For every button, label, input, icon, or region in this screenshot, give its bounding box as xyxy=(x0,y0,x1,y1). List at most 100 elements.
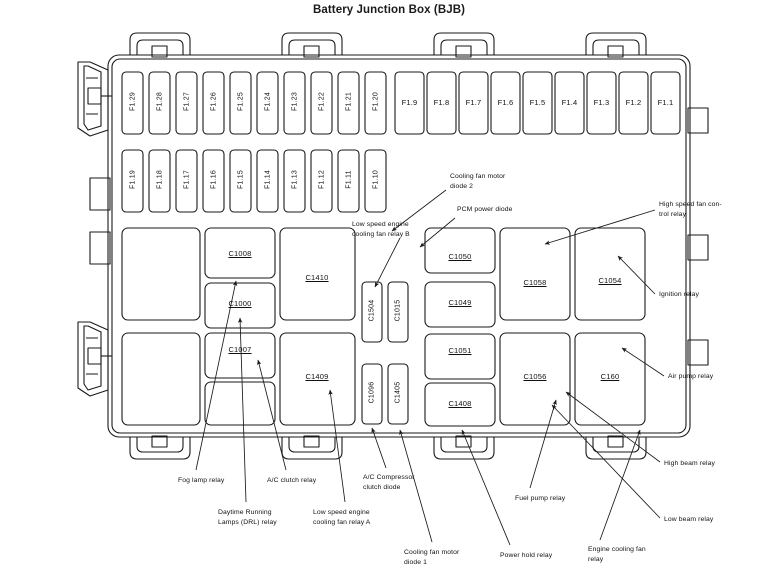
right-side-tab-1 xyxy=(687,107,709,134)
callout-low-beam-relay: Low beam relay xyxy=(664,515,713,525)
callout-line: Lamps (DRL) relay xyxy=(218,518,277,526)
callout-line: High beam relay xyxy=(664,460,715,467)
callout-line: Fuel pump relay xyxy=(515,495,566,502)
fuse-label-f1-25: F1.25 xyxy=(237,92,244,111)
callout-line: A/C Compressor xyxy=(363,474,415,481)
callout-low-speed-engine-cooling-fan-relay-a: Low speed engine cooling fan relay A xyxy=(313,508,370,527)
callout-line: clutch diode xyxy=(363,483,401,491)
fuse-label-f1-17: F1.17 xyxy=(183,170,190,189)
left-connector-plug-lower xyxy=(77,321,112,397)
fuse-label-f1-4: F1.4 xyxy=(561,98,578,107)
callout-fuel-pump-relay: Fuel pump relay xyxy=(515,494,565,504)
fuse-label-f1-1: F1.1 xyxy=(657,98,674,107)
fuse-label-f1-29: F1.29 xyxy=(129,92,136,111)
callout-ignition-relay: Ignition relay xyxy=(659,290,699,300)
mounting-tab-top-3 xyxy=(433,32,495,58)
component-label-c1051: C1051 xyxy=(448,346,472,355)
callout-line: Low speed engine xyxy=(313,509,370,516)
left-connector-plug-upper xyxy=(77,61,112,137)
callout-line: diode 2 xyxy=(450,182,473,190)
callout-line: Fog lamp relay xyxy=(178,477,225,484)
right-side-tab-2 xyxy=(687,234,709,261)
fuse-label-f1-12: F1.12 xyxy=(318,170,325,189)
page-title: Battery Junction Box (BJB) xyxy=(312,4,466,16)
callout-line: trol relay xyxy=(659,210,687,218)
fuse-label-f1-21: F1.21 xyxy=(345,92,352,111)
fuse-label-f1-16: F1.16 xyxy=(210,170,217,189)
fuse-label-f1-22: F1.22 xyxy=(318,92,325,111)
mounting-tab-top-1 xyxy=(129,32,191,58)
component-label-c1056: C1056 xyxy=(523,372,547,381)
component-label-c1058: C1058 xyxy=(523,278,547,287)
fuse-label-f1-14: F1.14 xyxy=(264,170,271,189)
callout-fog-lamp-relay: Fog lamp relay xyxy=(178,476,224,486)
fuse-slot-group-row1-vertical xyxy=(121,71,387,135)
fuse-label-f1-27: F1.27 xyxy=(183,92,190,111)
fuse-label-f1-8: F1.8 xyxy=(433,98,450,107)
callout-line: diode 1 xyxy=(404,558,427,566)
component-label-c1015: C1015 xyxy=(394,299,402,322)
component-label-c1409: C1409 xyxy=(305,372,329,381)
mounting-tab-top-4 xyxy=(585,32,647,58)
callout-cooling-fan-motor-diode-1: Cooling fan motor diode 1 xyxy=(404,548,459,567)
callout-line: cooling fan relay A xyxy=(313,518,371,526)
callout-line: relay xyxy=(588,555,604,563)
callout-line: Daytime Running xyxy=(218,509,272,516)
fuse-slot-group-row2-vertical xyxy=(121,149,387,213)
callout-ac-clutch-relay: A/C clutch relay xyxy=(267,476,316,486)
mounting-tab-top-2 xyxy=(281,32,343,58)
component-label-c1054: C1054 xyxy=(598,276,622,285)
fuse-label-f1-28: F1.28 xyxy=(156,92,163,111)
fuse-label-f1-7: F1.7 xyxy=(465,98,482,107)
callout-line: Power hold relay xyxy=(500,552,553,559)
component-label-c1410: C1410 xyxy=(305,273,329,282)
bjb-housing-outline xyxy=(107,54,691,438)
fuse-slot-group-row1-horizontal xyxy=(394,71,681,135)
fuse-label-f1-5: F1.5 xyxy=(529,98,546,107)
callout-low-speed-engine-cooling-fan-relay-b: Low speed engine cooling fan relay B xyxy=(352,220,410,239)
component-label-c1096: C1096 xyxy=(368,381,376,404)
component-label-c1504: C1504 xyxy=(368,299,376,322)
component-label-c1049: C1049 xyxy=(448,298,472,307)
fuse-label-f1-13: F1.13 xyxy=(291,170,298,189)
fuse-label-f1-20: F1.20 xyxy=(372,92,379,111)
callout-engine-cooling-fan-relay: Engine cooling fan relay xyxy=(588,545,646,564)
fuse-label-f1-11: F1.11 xyxy=(345,170,352,189)
component-label-c1050: C1050 xyxy=(448,252,472,261)
component-label-c1408: C1408 xyxy=(448,399,472,408)
fuse-label-f1-15: F1.15 xyxy=(237,170,244,189)
left-side-tab-upper xyxy=(89,177,111,211)
mounting-tab-bottom-3 xyxy=(433,435,495,460)
callout-line: Low speed engine xyxy=(352,221,409,228)
fuse-label-f1-24: F1.24 xyxy=(264,92,271,111)
callout-air-pump-relay: Air pump relay xyxy=(668,372,713,382)
callout-line: Air pump relay xyxy=(668,373,714,380)
callout-high-beam-relay: High beam relay xyxy=(664,459,715,469)
callout-line: PCM power diode xyxy=(457,206,513,213)
component-label-c1007: C1007 xyxy=(228,345,252,354)
callout-line: High speed fan con- xyxy=(659,201,722,208)
fuse-label-f1-3: F1.3 xyxy=(593,98,610,107)
fuse-label-f1-9: F1.9 xyxy=(401,98,418,107)
callout-line: Cooling fan motor xyxy=(404,549,460,556)
mounting-tab-bottom-2 xyxy=(281,435,343,460)
callout-high-speed-fan-control-relay: High speed fan con-trol relay xyxy=(659,200,722,219)
callout-line: Low beam relay xyxy=(664,516,714,523)
fuse-label-f1-18: F1.18 xyxy=(156,170,163,189)
callout-line: Engine cooling fan xyxy=(588,546,646,553)
fuse-label-f1-10: F1.10 xyxy=(372,170,379,189)
callout-line: cooling fan relay B xyxy=(352,230,410,238)
component-label-c1008: C1008 xyxy=(228,249,252,258)
right-side-tab-3 xyxy=(687,339,709,366)
callout-ac-compressor-clutch-diode: A/C Compressor clutch diode xyxy=(363,473,415,492)
callout-pcm-power-diode: PCM power diode xyxy=(457,205,513,215)
mounting-tab-bottom-1 xyxy=(129,435,191,460)
fuse-label-f1-23: F1.23 xyxy=(291,92,298,111)
relay-block-group xyxy=(121,227,646,427)
callout-line: Ignition relay xyxy=(659,291,699,298)
callout-power-hold-relay: Power hold relay xyxy=(500,551,552,561)
callout-line: A/C clutch relay xyxy=(267,477,317,484)
